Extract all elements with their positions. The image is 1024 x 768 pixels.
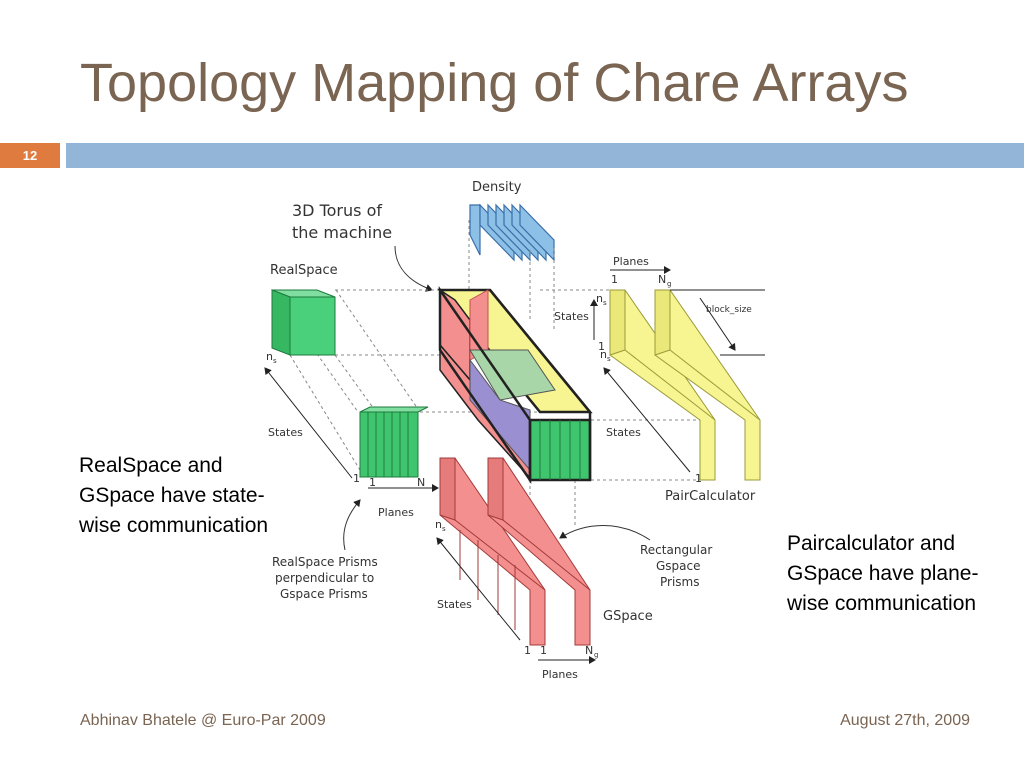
realspace-plane-one: 1 (369, 476, 376, 489)
realspace-prisms (359, 406, 429, 478)
footer-author: Abhinav Bhatele @ Euro-Par 2009 (80, 712, 326, 729)
paircalc-ng-sub: g (667, 280, 671, 288)
realspace-states-label: States (268, 426, 303, 439)
realspace-ns-sub: s (273, 357, 277, 365)
footer-date: August 27th, 2009 (840, 712, 970, 729)
central-ns-sub: s (603, 299, 607, 307)
paircalc-states-label: States (606, 426, 641, 439)
realspace-ns-label: n (266, 350, 273, 363)
gspace-ns-label: n (435, 518, 442, 531)
rect-callout-3: Prisms (660, 575, 700, 589)
note-realspace-gspace: RealSpace and GSpace have state-wise com… (79, 454, 269, 537)
block-size-label: block_size (706, 305, 752, 315)
rect-callout-1: Rectangular (640, 543, 712, 557)
paircalc-planes-label: Planes (613, 255, 649, 268)
paircalc-ns-sub: s (607, 355, 611, 363)
prisms-callout-3: Gspace Prisms (280, 587, 368, 601)
paircalc-ng-label: N (658, 273, 666, 286)
gspace-slabs (439, 457, 591, 646)
note-paircalc-gspace: Paircalculator and GSpace have plane-wis… (787, 532, 979, 615)
slide-number: 12 (0, 143, 60, 168)
central-states-label: States (554, 310, 589, 323)
realspace-n-label: N (417, 476, 425, 489)
gspace-ng-sub: g (594, 651, 598, 659)
torus-label-1: 3D Torus of (292, 201, 382, 220)
central-one-label: 1 (598, 340, 605, 353)
paircalc-bottom-one: 1 (695, 472, 702, 485)
realspace-one-label: 1 (353, 472, 360, 485)
gspace-label: GSpace (603, 609, 653, 624)
paircalculator-slabs (609, 289, 761, 481)
rect-callout-2: Gspace (656, 559, 701, 573)
title-divider-bar (66, 143, 1024, 168)
paircalc-ns-label: n (600, 348, 607, 361)
central-ns-label: n (596, 292, 603, 305)
gspace-plane-one: 1 (540, 644, 547, 657)
page-title: Topology Mapping of Chare Arrays (80, 53, 909, 113)
gspace-ng-label: N (585, 644, 593, 657)
density-label: Density (472, 180, 522, 195)
gspace-planes-label: Planes (542, 668, 578, 681)
paircalc-one-label: 1 (611, 273, 618, 286)
paircalculator-label: PairCalculator (665, 489, 756, 504)
realspace-cube (271, 289, 336, 356)
gspace-one-label: 1 (524, 644, 531, 657)
prisms-callout-2: perpendicular to (275, 571, 374, 585)
prisms-callout-1: RealSpace Prisms (272, 555, 378, 569)
realspace-label: RealSpace (270, 263, 338, 278)
realspace-planes-label: Planes (378, 506, 414, 519)
topology-diagram: Density 3D Torus of the machine RealSpac… (264, 180, 765, 681)
gspace-states-label: States (437, 598, 472, 611)
density-slabs (469, 203, 555, 262)
torus-label-2: the machine (292, 223, 392, 242)
gspace-ns-sub: s (442, 525, 446, 533)
central-torus-box (437, 285, 593, 485)
